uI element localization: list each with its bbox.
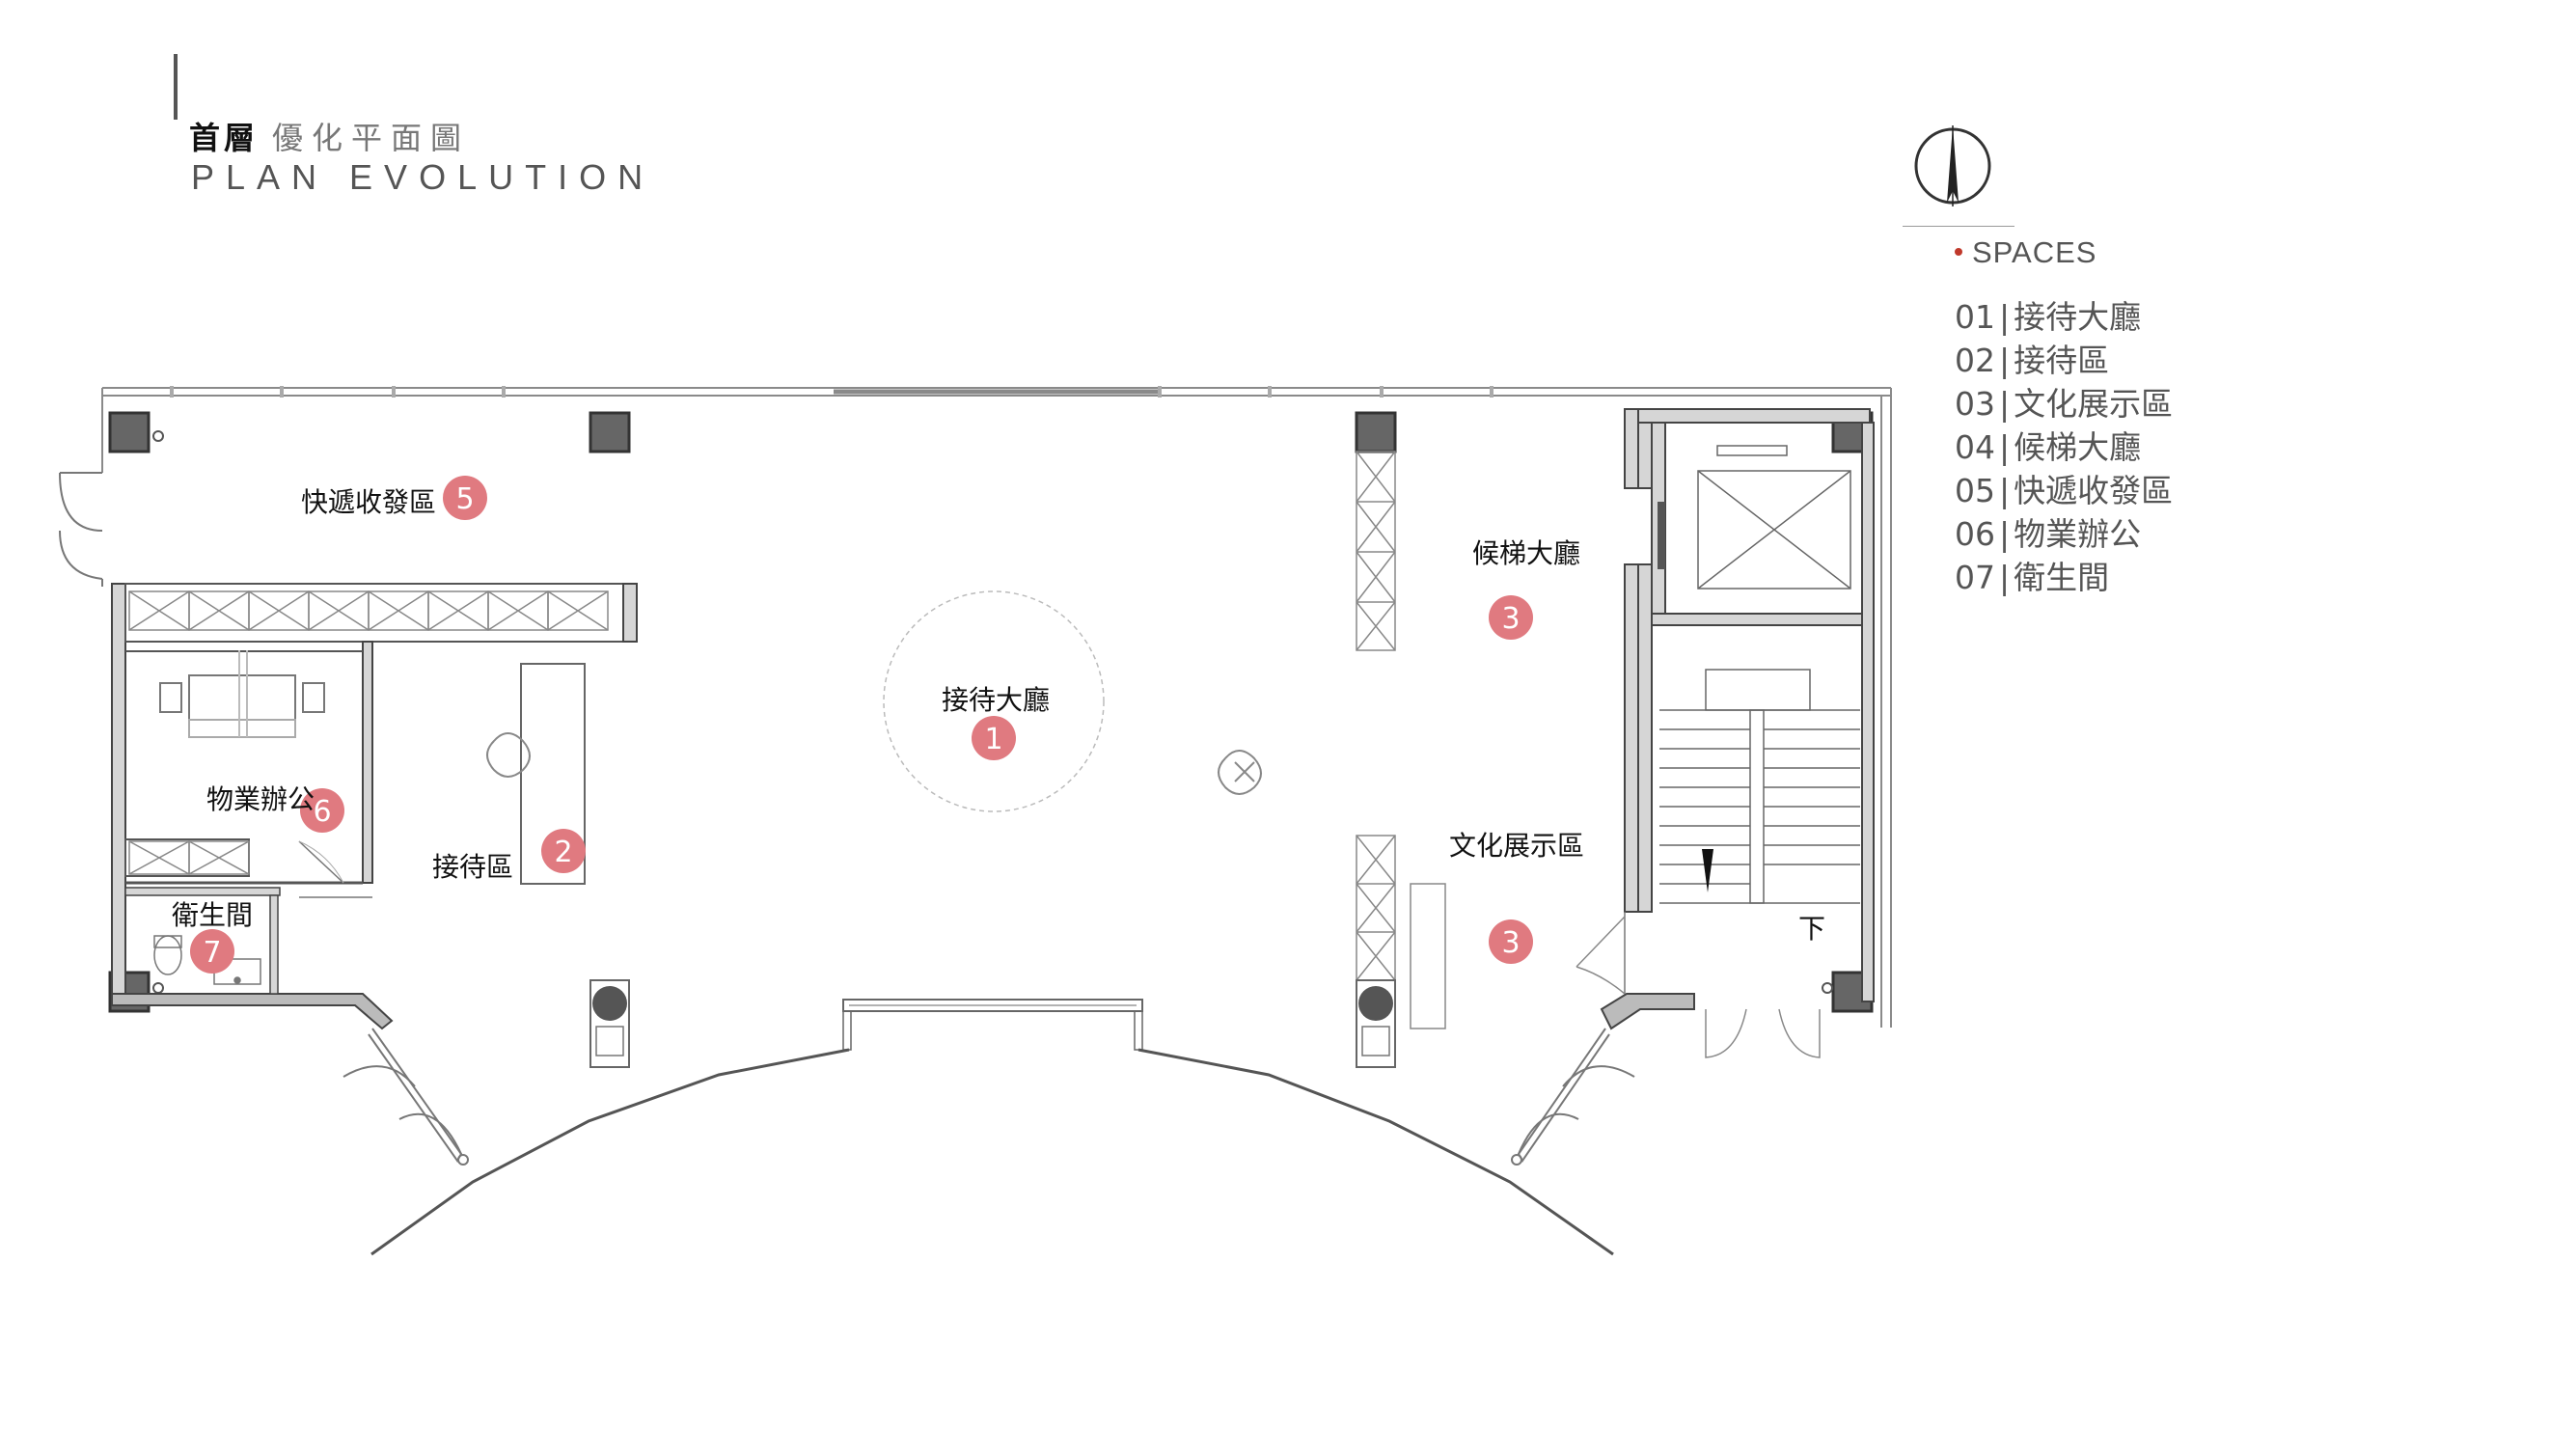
marker-number: 6 [313,795,331,829]
outer-window-wall [101,387,1892,1028]
legend-divider [1903,226,2014,227]
marker-number: 5 [455,482,474,516]
storage-cabinets [128,590,609,875]
marker-number: 1 [984,723,1002,756]
label-stair-down: 下 [1798,913,1825,945]
stair-doors [1576,916,1821,1058]
marker-6: 6 [300,788,344,833]
floor-title: 首層 [189,120,260,156]
stairs [1659,669,1860,904]
space-marker [1489,595,1533,640]
marker-3-elevator: 3 [1489,595,1533,640]
legend-item: 02|接待區 [1955,342,2110,379]
marker-2: 2 [541,829,586,873]
space-marker [972,716,1016,760]
window-mullions [170,386,1494,398]
north-arrow-icon [1914,125,1991,206]
space-marker [190,929,234,974]
marker-7: 7 [190,929,234,974]
plant-icon [486,732,1262,795]
legend-item: 04|候梯大廳 [1955,428,2142,466]
main-entrance [842,999,1143,1051]
legend-item-number: 06 [1955,515,1995,553]
office-block [111,583,638,1030]
left-entry-door [59,472,103,587]
marker-number: 3 [1501,602,1520,636]
entry-bollards [589,979,1396,1068]
side-entry-doors [343,1028,1635,1166]
lobby-feature-circle [883,590,1105,812]
space-marker [541,829,586,873]
legend-item: 07|衛生間 [1955,559,2110,596]
plan-subtitle: 優化平面圖 [272,120,471,156]
label-culture: 文化展示區 [1449,830,1584,862]
reception-desk [520,663,586,885]
legend-item-label: 文化展示區 [2014,385,2174,423]
marker-number: 7 [203,936,221,970]
label-office: 物業辦公 [206,783,315,815]
legend-item-number: 07 [1955,559,1995,596]
legend-item: 03|文化展示區 [1955,385,2174,423]
english-title: PLAN EVOLUTION [191,157,655,197]
label-courier: 快遞收發區 [301,486,436,518]
marker-3-culture: 3 [1489,919,1533,964]
core-walls [1600,408,1875,1030]
marker-number: 2 [554,836,572,869]
legend-item-label: 接待大廳 [2014,298,2142,336]
legend-item: 05|快遞收發區 [1955,472,2174,509]
space-marker [1489,919,1533,964]
legend-item-number: 01 [1955,298,1995,336]
legend-item: 01|接待大廳 [1955,298,2142,336]
elevator-car [1697,445,1851,590]
legend-item-label: 接待區 [2014,342,2110,379]
legend-item-number: 02 [1955,342,1995,379]
legend-item-number: 03 [1955,385,1995,423]
legend-item-number: 05 [1955,472,1995,509]
legend-item: 06|物業辦公 [1955,515,2142,553]
legend-item-label: 物業辦公 [2014,515,2142,553]
title-accent-bar [174,54,178,120]
legend-heading-text: SPACES [1972,235,2097,269]
legend-bullet [1955,247,1962,256]
space-marker [443,476,487,520]
page-title: 首層優化平面圖 [189,114,470,158]
space-marker [300,788,344,833]
marker-number: 3 [1501,926,1520,960]
stair-direction-arrow [1702,849,1713,892]
legend-item-number: 04 [1955,428,1995,466]
label-reception: 接待區 [432,851,513,883]
marker-1: 1 [972,716,1016,760]
legend-heading: SPACES [1955,235,2096,270]
legend-list: 01|接待大廳 02|接待區 03|文化展示區 04|候梯大廳 05|快遞收發區… [1955,295,2173,599]
display-shelves [1356,451,1446,1029]
office-desks [159,650,325,738]
legend-item-label: 衛生間 [2014,559,2110,596]
marker-5: 5 [443,476,487,520]
legend-item-label: 快遞收發區 [2014,472,2174,509]
label-elevator-lobby: 候梯大廳 [1472,537,1580,569]
label-restroom: 衛生間 [172,899,253,931]
label-lobby: 接待大廳 [942,684,1050,716]
curved-facade [370,1048,1614,1256]
legend-item-label: 候梯大廳 [2014,428,2142,466]
